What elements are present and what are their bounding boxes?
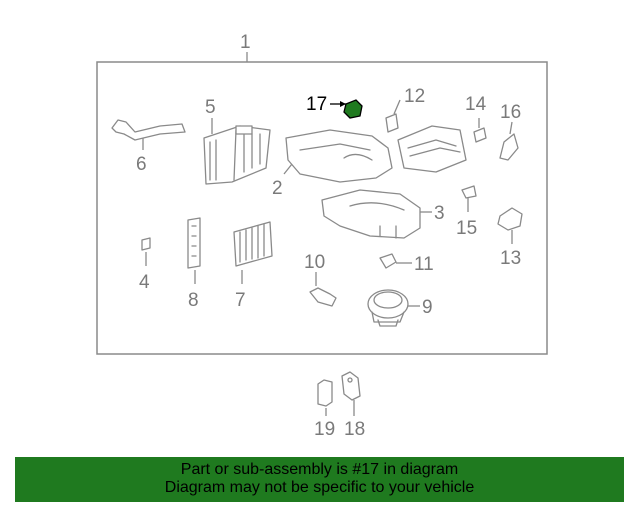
highlight-banner: Part or sub-assembly is #17 in diagram D… <box>15 457 624 502</box>
part-3-lower-case[interactable] <box>321 189 421 239</box>
callout-13: 13 <box>500 248 521 269</box>
part-4[interactable] <box>141 237 151 251</box>
part-2-upper-case[interactable] <box>285 129 393 183</box>
assembly-frame <box>96 61 548 355</box>
callout-7: 7 <box>235 290 246 311</box>
arrow-17 <box>340 101 346 107</box>
callout-5: 5 <box>205 97 216 118</box>
part-13[interactable] <box>497 207 523 231</box>
leader-2 <box>283 163 293 175</box>
callout-10: 10 <box>304 252 325 273</box>
part-16[interactable] <box>499 133 519 161</box>
part-11[interactable] <box>379 253 397 269</box>
callout-4: 4 <box>139 272 150 293</box>
callout-6: 6 <box>136 154 147 175</box>
part-14[interactable] <box>473 127 487 143</box>
callout-1: 1 <box>240 32 251 53</box>
banner-line-1: Part or sub-assembly is #17 in diagram <box>180 461 459 478</box>
callout-9: 9 <box>422 297 433 318</box>
part-15[interactable] <box>461 185 477 199</box>
callout-14: 14 <box>465 94 487 115</box>
callout-17: 17 <box>306 94 327 115</box>
banner-line-2: Diagram may not be specific to your vehi… <box>164 479 475 496</box>
part-19[interactable] <box>317 379 333 407</box>
part-8[interactable] <box>187 217 201 269</box>
callout-8: 8 <box>188 290 199 311</box>
callout-2: 2 <box>272 178 283 199</box>
leader-16 <box>509 121 513 135</box>
part-9-blower-motor[interactable] <box>367 289 409 327</box>
parts-diagram: 1 6 5 2 17 12 14 16 <box>96 32 548 440</box>
part-6-pipe[interactable] <box>111 119 186 141</box>
part-5-evaporator[interactable] <box>203 125 271 185</box>
part-12[interactable] <box>385 113 399 133</box>
callout-16: 16 <box>500 102 521 123</box>
part-7-filter[interactable] <box>233 221 273 267</box>
part-17-highlighted[interactable] <box>343 99 363 119</box>
callout-15: 15 <box>456 218 477 239</box>
part-18[interactable] <box>341 371 361 401</box>
callout-11: 11 <box>414 254 434 275</box>
callout-18: 18 <box>344 419 365 440</box>
callout-3: 3 <box>434 203 445 224</box>
callout-19: 19 <box>314 419 335 440</box>
callout-12: 12 <box>404 86 425 107</box>
part-heater-unit[interactable] <box>397 125 467 173</box>
leader-12 <box>393 99 401 115</box>
part-10[interactable] <box>309 287 337 307</box>
